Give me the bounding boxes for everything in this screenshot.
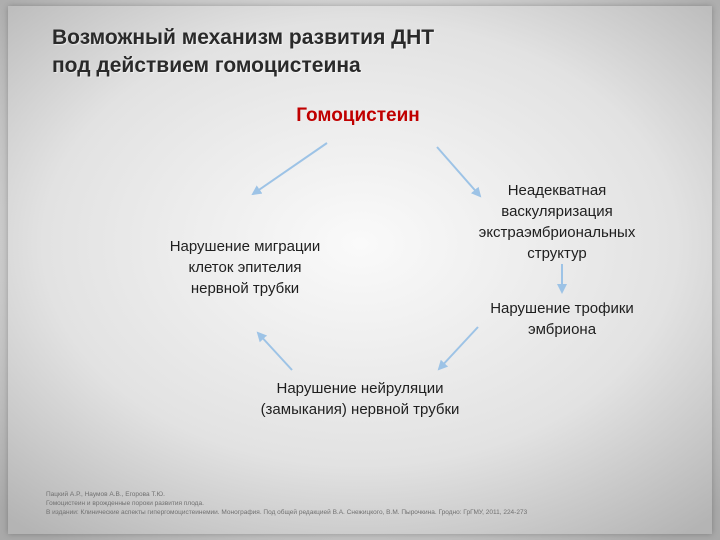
reference-line: Пацкий А.Р., Наумов А.В., Егорова Т.Ю. <box>46 491 165 498</box>
reference-line: Гомоцистеин и врожденные пороки развития… <box>46 500 204 507</box>
node-line: Нарушение миграции <box>169 238 321 255</box>
reference-line: В издании: Клинические аспекты гипергомо… <box>46 509 528 516</box>
arrow-trophic-to-neurulation <box>437 326 479 371</box>
arrow-center-to-left <box>251 142 328 196</box>
node-vascularization: Неадекватная васкуляризация экстраэмбрио… <box>452 180 662 264</box>
node-line: эмбриона <box>527 321 597 338</box>
arrow-center-to-right <box>436 146 482 198</box>
node-line: нервной трубки <box>190 280 300 297</box>
node-line: васкуляризация <box>501 203 613 220</box>
node-line: клеток эпителия <box>188 259 302 276</box>
arrow-neurulation-to-migration <box>256 331 293 371</box>
node-line: (замыкания) нервной трубки <box>260 401 460 418</box>
reference-footnote: Пацкий А.Р., Наумов А.В., Егорова Т.Ю. Г… <box>46 490 686 517</box>
node-line: Нарушение трофики <box>490 300 634 317</box>
node-line: Нарушение нейруляции <box>276 380 444 397</box>
node-migration-disorder: Нарушение миграции клеток эпителия нервн… <box>125 236 365 299</box>
title-line-1: Возможный механизм развития ДНТ <box>52 26 435 49</box>
slide-title: Возможный механизм развития ДНТ под дейс… <box>52 24 612 80</box>
node-line: экстраэмбриональных <box>478 224 636 241</box>
node-neurulation-disorder: Нарушение нейруляции (замыкания) нервной… <box>220 378 500 420</box>
node-trophic-disorder: Нарушение трофики эмбриона <box>462 298 662 340</box>
node-line: структур <box>527 245 587 262</box>
slide-frame <box>8 6 712 534</box>
node-line: Неадекватная <box>507 182 607 199</box>
center-node-homocysteine: Гомоцистеин <box>296 105 420 126</box>
title-line-2: под действием гомоцистеина <box>52 54 361 77</box>
